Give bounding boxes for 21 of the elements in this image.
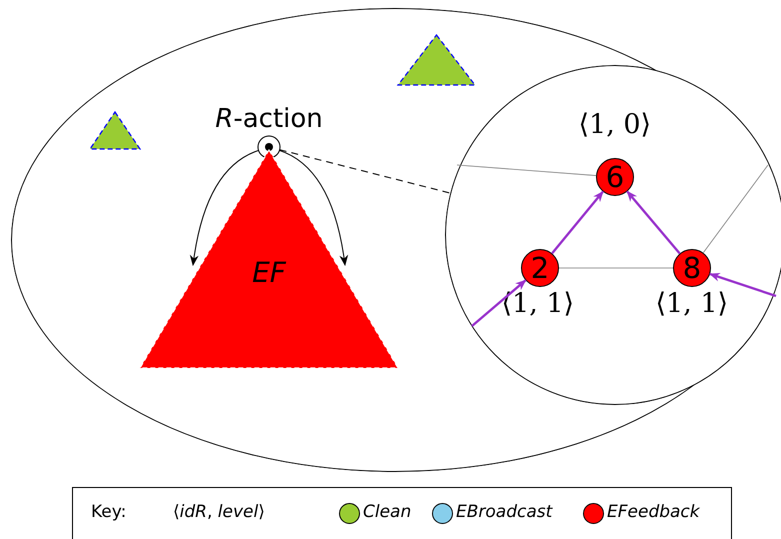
key-label: Key: (91, 502, 126, 522)
arrow (190, 150, 260, 266)
filled-triangle (140, 150, 398, 368)
dashed-triangle (398, 35, 475, 85)
dashed-line (279, 149, 451, 194)
tuple-label: ⟨1, 0⟩ (578, 110, 652, 138)
arrow (551, 190, 604, 254)
arrow (708, 272, 776, 298)
legend-label: Clean (363, 502, 412, 522)
line (456, 164, 596, 176)
action-label: R-action (214, 104, 324, 134)
key-format-label: ⟨idR, level⟩ (173, 502, 265, 522)
triangle-label: EF (251, 259, 288, 287)
arrow (471, 279, 526, 327)
line (702, 164, 768, 254)
legend-label: EFeedback (607, 502, 700, 522)
arrow (278, 150, 348, 266)
tuple-label: ⟨1, 1⟩ (656, 290, 728, 317)
arrow (626, 190, 681, 254)
dashed-triangle (90, 112, 140, 149)
legend-label: EBroadcast (456, 502, 552, 522)
